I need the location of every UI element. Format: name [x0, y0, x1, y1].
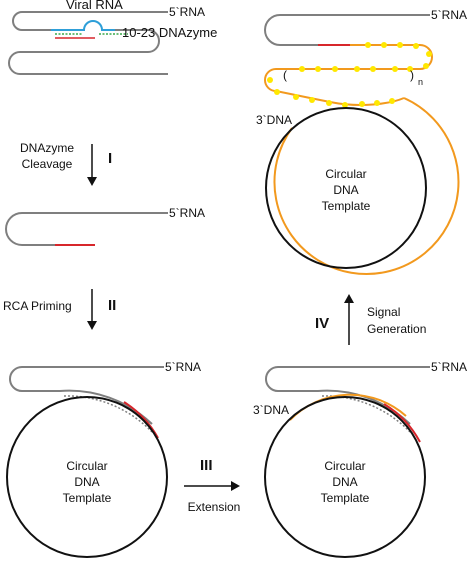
signal-dot	[381, 42, 387, 48]
circular-dna-template	[265, 107, 427, 269]
step-numeral-ii: II	[108, 297, 116, 314]
template-label-line1: Circular	[324, 459, 365, 473]
step-arrowhead	[231, 481, 240, 491]
step-arrowhead	[87, 177, 97, 186]
signal-dot	[267, 77, 273, 83]
signal-dot	[392, 66, 398, 72]
signal-dot	[389, 98, 395, 104]
repeat-close-paren: )	[410, 68, 414, 82]
extension-caption: Extension	[188, 500, 241, 514]
signal-dot	[354, 66, 360, 72]
panel-viral-rna: Viral RNA 5`RNA 10-23 DNAzyme	[8, 0, 217, 75]
step-numeral-iii: III	[200, 457, 213, 474]
primer-hybrid-dotted	[321, 395, 411, 433]
rna-strand	[9, 366, 164, 425]
rna-strand	[265, 366, 430, 425]
template-label-line1: Circular	[325, 167, 366, 181]
signal-dot	[423, 63, 429, 69]
rna-strand	[264, 14, 430, 46]
dnazyme-loop	[51, 20, 115, 31]
signal-dot	[274, 89, 280, 95]
cleavage-caption-line1: DNAzyme	[20, 141, 74, 155]
five-prime-rna-label: 5`RNA	[431, 360, 467, 374]
repeat-open-paren: (	[283, 68, 287, 82]
signal-dot	[293, 94, 299, 100]
panel-extension: 5`RNA 3`DNA Circular DNA Template	[253, 360, 467, 558]
template-label-line2: DNA	[74, 475, 99, 489]
step-dnazyme-cleavage: DNAzyme Cleavage I	[20, 141, 112, 186]
step-rca-priming: RCA Priming II	[3, 289, 116, 330]
signal-dot	[365, 42, 371, 48]
signal-dots	[267, 42, 432, 108]
template-label-line1: Circular	[66, 459, 107, 473]
repeat-subscript: n	[418, 77, 423, 87]
signal-dot	[299, 66, 305, 72]
signal-dot	[397, 42, 403, 48]
five-prime-rna-label: 5`RNA	[169, 5, 205, 19]
step-numeral-iv: IV	[315, 315, 329, 332]
signal-dot	[315, 66, 321, 72]
panel-cleaved-rna: 5`RNA	[5, 206, 205, 246]
signal-dot	[374, 100, 380, 106]
signal-dot	[309, 97, 315, 103]
primer-hybrid-dotted	[63, 395, 153, 433]
cleaved-rna-strand	[5, 212, 168, 246]
step-arrowhead	[87, 321, 97, 330]
five-prime-rna-label: 5`RNA	[165, 360, 201, 374]
three-prime-dna-label: 3`DNA	[253, 403, 289, 417]
panel-signal-generation: ( ) n 5`RNA 3`DNA Circular DNA Template	[256, 8, 467, 275]
circular-dna-template	[6, 396, 168, 558]
rca-product-around-template	[273, 97, 460, 275]
signal-dot	[426, 51, 432, 57]
signal-caption-line2: Generation	[367, 322, 426, 336]
signal-dot	[370, 66, 376, 72]
cleavage-caption-line2: Cleavage	[22, 157, 73, 171]
step-signal-generation: IV Signal Generation	[315, 294, 426, 345]
signal-dot	[332, 66, 338, 72]
signal-caption-line1: Signal	[367, 305, 400, 319]
template-label-line3: Template	[63, 491, 112, 505]
signal-dot	[413, 43, 419, 49]
template-label-line3: Template	[321, 491, 370, 505]
template-label-line2: DNA	[333, 183, 358, 197]
rca-priming-caption: RCA Priming	[3, 299, 72, 313]
panel-rca-primed: 5`RNA Circular DNA Template	[6, 360, 201, 558]
circular-dna-template	[264, 396, 426, 558]
five-prime-rna-label: 5`RNA	[431, 8, 467, 22]
three-prime-dna-label: 3`DNA	[256, 113, 292, 127]
template-label-line3: Template	[322, 199, 371, 213]
viral-rna-label: Viral RNA	[66, 0, 123, 12]
signal-dot	[342, 102, 348, 108]
viral-rna-strand	[8, 11, 168, 75]
step-arrowhead	[344, 294, 354, 303]
signal-dot	[326, 100, 332, 106]
five-prime-rna-label: 5`RNA	[169, 206, 205, 220]
rca-repeat-product	[264, 44, 433, 106]
signal-dot	[359, 101, 365, 107]
template-label-line2: DNA	[332, 475, 357, 489]
step-extension: III Extension	[184, 457, 240, 514]
dnazyme-label: 10-23 DNAzyme	[122, 25, 217, 40]
rna-3prime-segment	[383, 403, 421, 443]
step-numeral-i: I	[108, 150, 112, 167]
signal-dot	[407, 66, 413, 72]
